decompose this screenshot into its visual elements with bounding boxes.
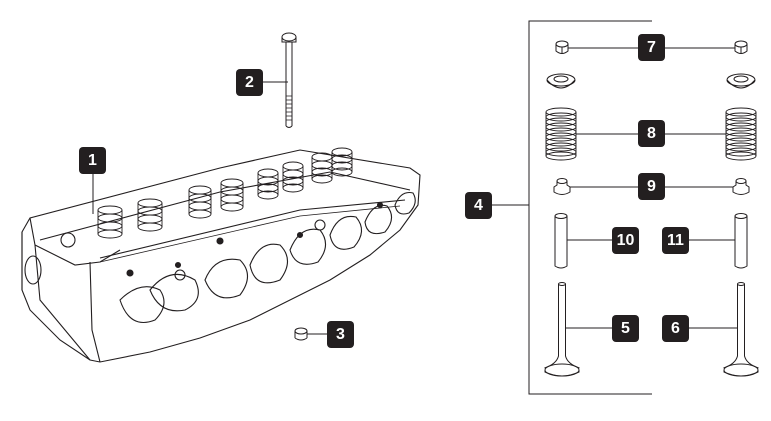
leader-lines bbox=[92, 47, 738, 335]
valve-stem-seal-illustration bbox=[553, 178, 750, 195]
callout-badge-4: 4 bbox=[465, 192, 492, 219]
spring-retainer-illustration bbox=[546, 73, 756, 89]
valve-kit-bracket bbox=[528, 20, 652, 395]
cylinder-head-illustration bbox=[21, 147, 421, 363]
valve-illustration bbox=[544, 282, 759, 377]
dowel-illustration bbox=[294, 327, 308, 341]
valve-spring-illustration bbox=[545, 107, 757, 161]
head-bolt-illustration bbox=[281, 32, 297, 128]
callout-badge-5: 5 bbox=[612, 315, 639, 342]
callout-badge-7: 7 bbox=[638, 34, 665, 61]
callout-badge-3: 3 bbox=[327, 321, 354, 348]
callout-badge-1: 1 bbox=[79, 147, 106, 174]
callout-badge-8: 8 bbox=[638, 120, 665, 147]
valve-collet-illustration bbox=[555, 40, 748, 54]
callout-badge-6: 6 bbox=[662, 315, 689, 342]
callout-badge-10: 10 bbox=[612, 227, 639, 254]
callout-badge-2: 2 bbox=[236, 69, 263, 96]
callout-badge-11: 11 bbox=[662, 227, 689, 254]
head-valve-springs bbox=[97, 147, 353, 239]
callout-badge-9: 9 bbox=[638, 173, 665, 200]
valve-guide-illustration bbox=[554, 213, 748, 269]
